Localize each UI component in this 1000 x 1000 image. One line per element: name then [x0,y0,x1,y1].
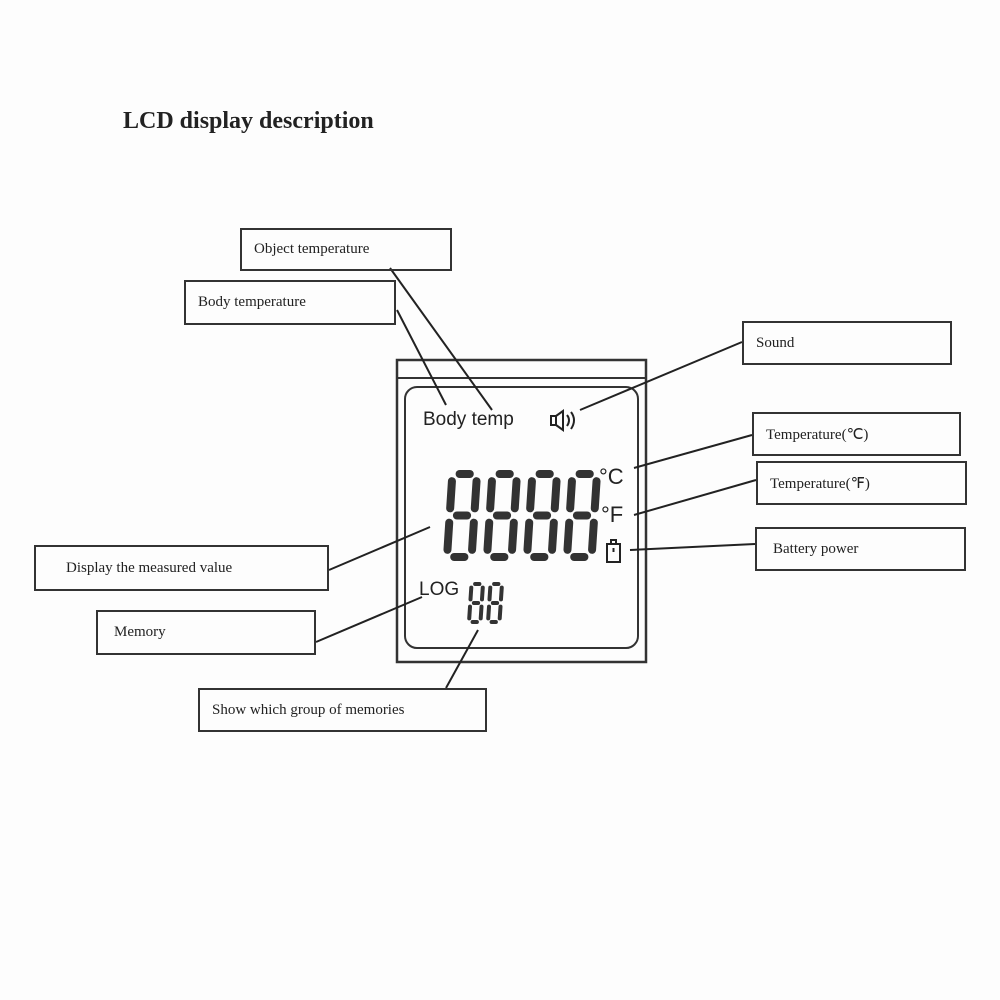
digit-segment [486,604,492,621]
label-temp-c: Temperature(℃) [752,412,961,456]
main-seven-segment-digits [443,470,601,561]
label-body-temperature: Body temperature [184,280,396,325]
digit-segment [479,585,485,602]
lcd-screen [404,386,639,649]
digit-segment [487,585,493,602]
digit-segment [508,518,518,554]
label-sound: Sound [742,321,952,365]
digit-segment [443,518,454,554]
digit-segment [470,477,481,513]
line-battery [629,543,756,551]
label-object-temperature: Object temperature [240,228,452,271]
line-memory [315,596,423,643]
callout-lines [315,267,757,689]
digit-segment [526,477,536,513]
lcd-mode-text: Body temp [423,409,514,430]
label-measured-value: Display the measured value [34,545,329,591]
log-seven-segment-digits [467,582,504,624]
line-temp-c [633,434,753,469]
digit-segment [563,518,574,554]
battery-icon [606,539,621,563]
lcd-log-text: LOG [419,579,460,600]
digit-segment [497,604,503,621]
label-memory: Memory [96,610,316,655]
line-object-temp [389,267,493,411]
digit-segment [446,477,456,513]
line-memory-group [445,629,479,689]
unit-celsius: °C [599,464,624,489]
digit-segment [548,518,558,554]
digit-segment [510,477,521,513]
digit-segment [478,604,484,621]
digit-segment [467,604,473,621]
speaker-icon [550,409,575,432]
digit-segment [468,585,474,602]
line-sound [579,341,743,411]
digit-segment [588,518,598,554]
unit-fahrenheit: °F [601,502,624,527]
label-battery: Battery power [755,527,966,571]
digit-segment [523,518,534,554]
label-temp-f: Temperature(℉) [756,461,967,505]
digit-segment [468,518,478,554]
digit-segment [498,585,504,602]
line-temp-f [633,479,757,516]
digit-segment [483,518,494,554]
page-title: LCD display description [123,108,374,134]
label-memory-group: Show which group of memories [198,688,487,732]
line-measured [328,526,431,571]
line-body-temp [396,309,447,406]
digit-segment [590,477,601,513]
digit-segment [566,477,576,513]
digit-segment [486,477,496,513]
digit-segment [550,477,561,513]
